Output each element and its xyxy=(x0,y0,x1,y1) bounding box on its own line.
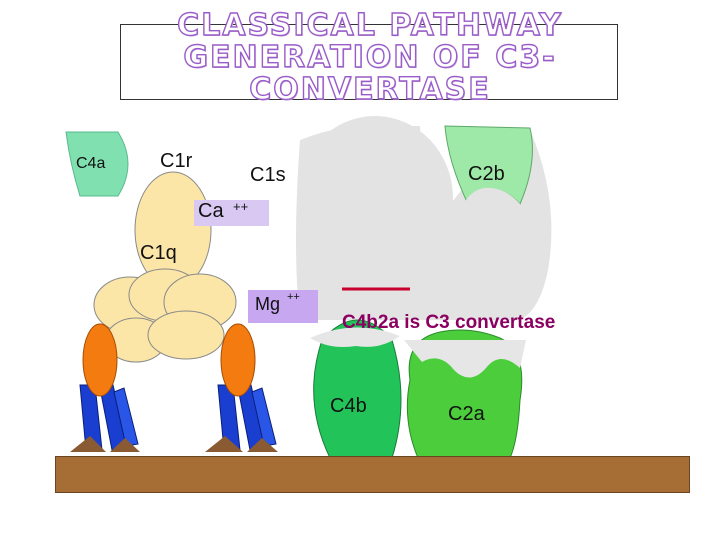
c4a-fragment xyxy=(65,131,129,197)
c1q-complex xyxy=(93,171,237,363)
antibody-right-arm-3 xyxy=(251,387,277,447)
c4b-cap xyxy=(310,327,400,347)
c1q-label: C1q xyxy=(140,242,177,264)
c4a-label: C4a xyxy=(76,155,106,172)
mg-ion-box xyxy=(248,290,318,323)
c1s-label: C1s xyxy=(250,164,286,186)
antibody-right-feet xyxy=(205,436,278,452)
c1r-label: C1r xyxy=(160,150,193,172)
c2b-label: C2b xyxy=(468,163,505,185)
antibody-left-feet xyxy=(70,436,140,452)
diagram-title: CLASSICAL PATHWAY GENERATION OF C3-CONVE… xyxy=(176,8,563,107)
c2b-notch xyxy=(460,187,528,250)
antibody-left-head xyxy=(82,323,118,397)
mg-label: Mg xyxy=(255,294,281,314)
ca-ion-box xyxy=(194,200,269,226)
antibody-left xyxy=(70,323,140,452)
ca-label: Ca xyxy=(198,200,224,222)
antibody-right-head xyxy=(220,323,256,397)
c4b-molecule xyxy=(313,319,402,459)
c1q-head-5 xyxy=(147,310,225,360)
convertase-caption: C4b2a is C3 convertase xyxy=(342,312,556,333)
title-frame xyxy=(120,24,618,100)
cell-membrane xyxy=(55,456,690,493)
c2a-notch xyxy=(404,340,526,378)
c1s-molecule xyxy=(297,116,453,280)
c4b-label: C4b xyxy=(330,395,367,417)
antibody-right xyxy=(205,323,278,452)
c2a-label: C2a xyxy=(448,403,485,425)
mg-superscript: ++ xyxy=(287,291,300,303)
ca-superscript: ++ xyxy=(233,199,249,214)
antibody-left-arm-3 xyxy=(113,387,139,447)
